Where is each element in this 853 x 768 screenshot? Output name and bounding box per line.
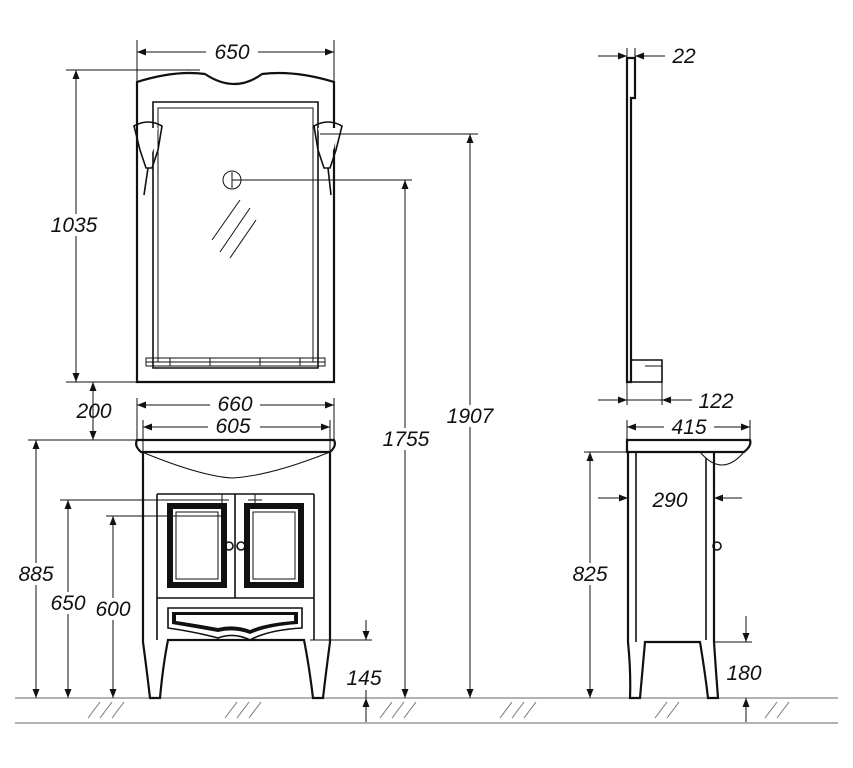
left-door bbox=[167, 503, 227, 588]
vanity-front bbox=[135, 438, 336, 700]
dim-mirror-height: 1035 bbox=[51, 214, 98, 237]
dim-mirror-center-height: 1755 bbox=[383, 428, 430, 451]
vanity-side bbox=[625, 438, 752, 700]
dim-basin-width: 660 bbox=[217, 393, 252, 416]
dim-mirror-depth: 22 bbox=[671, 45, 696, 68]
dimension-labels: 650 1035 200 660 605 1755 1907 885 650 6… bbox=[14, 41, 762, 690]
dim-gap-above-vanity: 200 bbox=[75, 400, 111, 423]
left-sconce-lamp bbox=[133, 121, 163, 196]
door-knobs bbox=[224, 541, 246, 551]
dim-shelf-depth: 122 bbox=[698, 390, 733, 413]
right-sconce-lamp bbox=[313, 121, 343, 196]
dim-cabinet-width: 605 bbox=[215, 415, 250, 438]
dim-supply-height: 600 bbox=[95, 598, 130, 621]
plumbing-marks bbox=[215, 494, 262, 506]
mirror-front bbox=[135, 71, 336, 384]
dim-cabinet-height-side: 825 bbox=[572, 563, 607, 586]
dim-drain-height: 650 bbox=[50, 592, 85, 615]
mirror-side bbox=[625, 56, 663, 384]
dim-cabinet-depth: 290 bbox=[651, 489, 687, 512]
drawer-front bbox=[167, 607, 303, 641]
dim-vanity-depth: 415 bbox=[671, 416, 706, 439]
right-door bbox=[244, 503, 304, 588]
floor-line bbox=[15, 697, 838, 724]
dim-side-leg-height: 180 bbox=[726, 662, 761, 685]
dim-total-height: 1907 bbox=[447, 405, 495, 428]
dim-mirror-width: 650 bbox=[214, 41, 249, 64]
dim-leg-height: 145 bbox=[346, 667, 381, 690]
dim-vanity-height: 885 bbox=[18, 563, 53, 586]
